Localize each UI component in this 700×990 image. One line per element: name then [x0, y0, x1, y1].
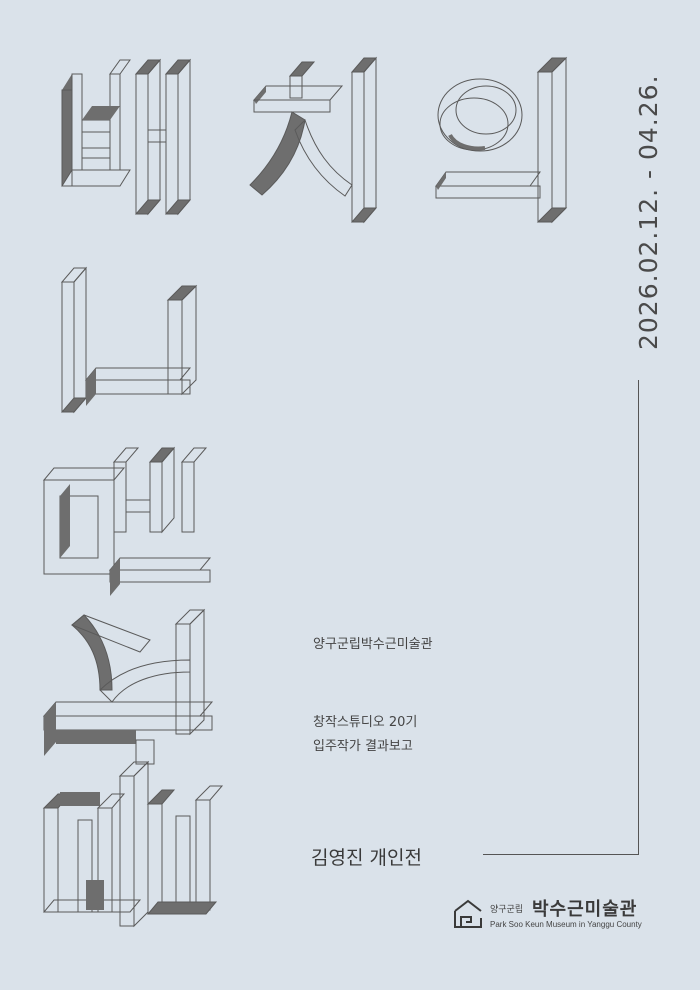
exhibition-title: 김영진 개인전: [311, 847, 422, 869]
museum-logo-icon: [454, 899, 482, 928]
title-glyph-3: [436, 58, 566, 222]
title-glyph-4: [62, 268, 196, 412]
title-glyph-6: [44, 610, 212, 764]
studio-line-1: 창작스튜디오 20기: [313, 715, 418, 730]
logo-big-label: 박수근미술관: [532, 899, 638, 920]
studio-info: 창작스튜디오 20기 입주작가 결과보고: [313, 711, 417, 759]
vertical-rule: [638, 380, 639, 855]
museum-name: 양구군립박수근미술관: [313, 637, 433, 652]
date-range: 2026.02.12. - 04.26.: [634, 74, 663, 350]
horizontal-rule: [483, 854, 639, 855]
title-glyph-1: [62, 60, 190, 214]
museum-logo: 양구군립 박수근미술관 Park Soo Keun Museum in Yang…: [452, 898, 652, 932]
logo-english-name: Park Soo Keun Museum in Yanggu County: [490, 920, 642, 929]
title-glyph-5: [44, 448, 210, 596]
title-glyph-2: [250, 58, 376, 222]
studio-line-2: 입주작가 결과보고: [313, 739, 413, 754]
logo-small-label: 양구군립: [490, 905, 524, 915]
title-glyph-7: [44, 762, 222, 926]
